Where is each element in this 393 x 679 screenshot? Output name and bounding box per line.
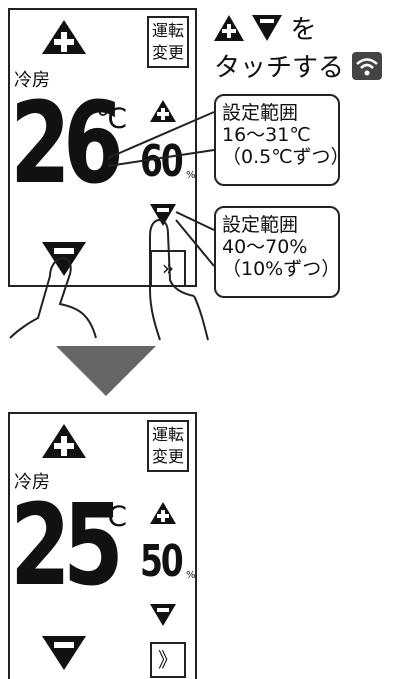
temperature-value: 25 [10,481,124,611]
mode-change-button[interactable]: 運転 変更 [147,16,189,68]
remote-panel-after: 運転 変更 冷房 25 ℃ 50 % 》 [8,412,197,679]
instruction-line-1: を [214,12,317,48]
wifi-icon [352,52,383,80]
temp-up-button[interactable] [42,424,86,458]
callout-temp-title: 設定範囲 [222,102,299,124]
humidity-unit: % [186,170,196,181]
plus-triangle-icon [214,15,244,41]
mode-change-label-2: 変更 [151,43,184,62]
humidity-up-button[interactable] [150,100,176,122]
instruction-touch: タッチする [214,53,345,83]
finger-icon [9,257,97,339]
callout-hum-range-value: 40〜70% [222,236,308,258]
finger-icon-2 [149,219,209,341]
mode-label: 冷房 [14,472,50,493]
temperature-unit: ℃ [96,102,128,135]
callout-temp-range: 設定範囲 16〜31℃ （0.5℃ずつ） [214,94,350,186]
temp-down-button[interactable] [42,636,86,670]
humidity-down-button[interactable] [150,604,176,626]
callout-hum-step: （10%ずつ） [222,258,341,280]
humidity-unit: % [186,570,196,581]
callout-temp-range-value: 16〜31℃ [222,124,311,146]
callout-leader-lines [107,111,215,267]
callout-temp-step: （0.5℃ずつ） [222,146,350,168]
humidity-down-button[interactable] [150,204,176,226]
mode-label: 冷房 [14,70,50,91]
temperature-value: 26 [10,79,124,209]
callout-hum-title: 設定範囲 [222,214,299,236]
minus-triangle-icon [252,15,283,41]
mode-change-label-2: 変更 [151,447,184,466]
arrow-down-icon [56,346,156,396]
humidity-value: 60 [140,136,184,187]
mode-change-label-1: 運転 [151,425,184,444]
mode-change-label-1: 運転 [151,21,184,40]
temp-up-button[interactable] [42,20,86,54]
more-button[interactable]: 》 [150,642,186,678]
instruction-suffix: を [290,15,317,45]
humidity-value: 50 [140,536,184,587]
instruction-line-2: タッチする [214,50,383,86]
remote-panel-before: 運転 変更 冷房 26 ℃ 60 % » [8,8,197,287]
humidity-up-button[interactable] [150,502,176,524]
temperature-unit: ℃ [96,500,128,533]
callout-humidity-range: 設定範囲 40〜70% （10%ずつ） [214,206,340,298]
mode-change-button[interactable]: 運転 変更 [147,420,189,472]
